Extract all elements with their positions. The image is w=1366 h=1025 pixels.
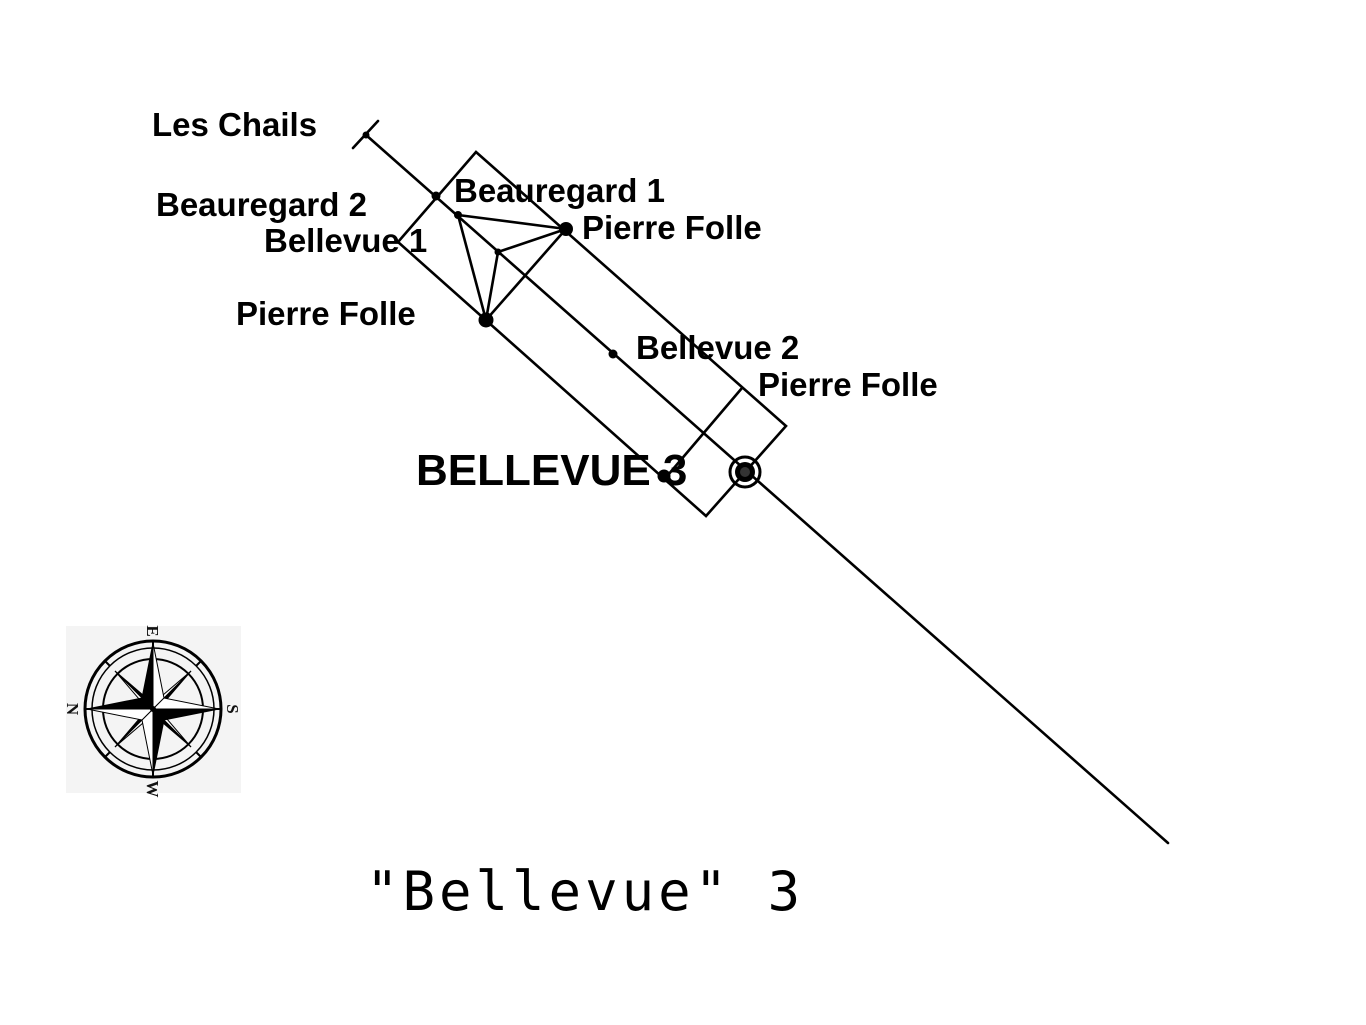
triangle-edge-b2-pf2 (456, 213, 488, 322)
point-les-chails (362, 131, 370, 139)
corridor-crossline-lower (666, 386, 744, 477)
point-bellevue-2 (608, 349, 618, 359)
compass-west: W (143, 781, 162, 798)
label-bellevue-2: Bellevue 2 (636, 329, 799, 366)
label-pierre-folle-b: Pierre Folle (236, 295, 416, 332)
label-beauregard-1: Beauregard 1 (454, 172, 665, 209)
label-bellevue-3: BELLEVUE 3 (416, 446, 687, 495)
corridor-crossline-upper (484, 227, 568, 322)
compass-rose-icon: E W N S (63, 625, 242, 797)
label-pierre-folle-c: Pierre Folle (758, 366, 938, 403)
compass-north: N (63, 703, 82, 716)
label-les-chails: Les Chails (152, 106, 317, 143)
label-beauregard-2: Beauregard 2 (156, 186, 367, 223)
point-bellevue-3-target (728, 455, 762, 489)
compass-south: S (223, 704, 242, 713)
alignment-corridor-rectangle (396, 150, 788, 518)
label-pierre-folle-a: Pierre Folle (582, 209, 762, 246)
point-beauregard-1 (454, 211, 462, 219)
point-pierre-folle-c (657, 469, 671, 483)
diagram-caption: "Bellevue" 3 (366, 860, 804, 923)
point-pierre-folle-b (478, 312, 494, 328)
label-bellevue-1: Bellevue 1 (264, 222, 427, 259)
compass-east: E (143, 625, 162, 636)
point-beauregard-2 (431, 191, 441, 201)
point-pierre-folle-a (559, 222, 573, 236)
triangle-edge-b2-pf (456, 213, 568, 231)
point-bellevue-1 (494, 248, 502, 256)
triangle-edge-b1-pf2 (484, 250, 500, 322)
triangle-edge-b1-pf (496, 227, 568, 254)
